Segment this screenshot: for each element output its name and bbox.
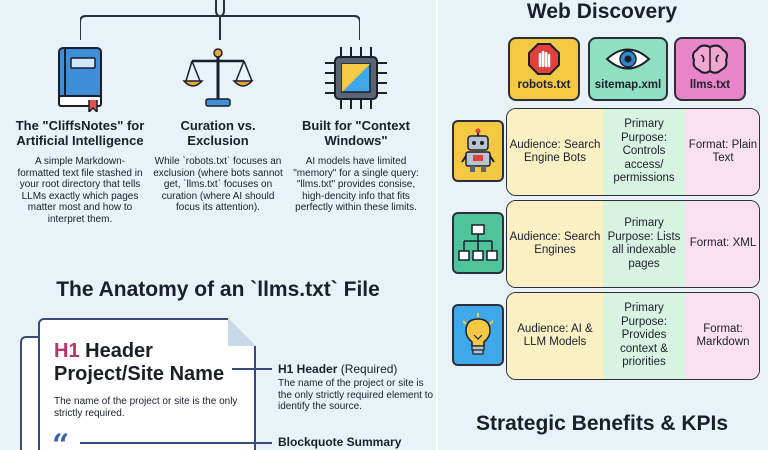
annotation-blockquote: Blockquote Summary <box>278 435 434 449</box>
connector-line <box>232 368 272 370</box>
concept-title: Built for "Context Windows" <box>302 118 410 148</box>
file-label: llms.txt <box>689 79 731 91</box>
right-panel: Web Discovery robots.txt sitemap.xml <box>436 0 768 450</box>
file-tile-llms: llms.txt <box>674 37 746 101</box>
scales-icon <box>182 48 254 107</box>
format-cell: Format: XML <box>685 201 759 287</box>
row-icon-box <box>452 304 504 366</box>
annotation-title: Blockquote Summary <box>278 435 402 449</box>
audience-cell: Audience: Search Engines <box>507 201 603 287</box>
comparison-row-robots: Audience: Search Engine Bots Primary Pur… <box>452 108 762 196</box>
file-tile-sitemap: sitemap.xml <box>588 37 668 101</box>
concept-context-windows: Built for "Context Windows" AI models ha… <box>290 40 422 214</box>
anatomy-title: The Anatomy of an `llms.txt` File <box>56 278 380 301</box>
chip-icon <box>325 47 387 109</box>
section-divider <box>436 0 438 450</box>
comparison-row-sitemap: Audience: Search Engines Primary Purpose… <box>452 200 762 288</box>
concept-title: The "CliffsNotes" for Artificial Intelli… <box>15 118 145 148</box>
doc-description: The name of the project or site is the o… <box>54 396 238 419</box>
robot-icon <box>461 128 495 172</box>
connector-line <box>80 442 272 444</box>
book-icon <box>58 47 102 112</box>
row-icon-box <box>452 212 504 274</box>
concept-description: A simple Markdown-formatted text file st… <box>17 156 143 225</box>
comparison-band: Audience: AI & LLM Models Primary Purpos… <box>506 292 760 380</box>
eye-icon <box>605 48 651 70</box>
format-cell: Format: Plain Text <box>685 109 759 195</box>
comparison-band: Audience: Search Engines Primary Purpose… <box>506 200 760 288</box>
file-tile-robots: robots.txt <box>508 37 580 101</box>
left-panel: The "CliffsNotes" for Artificial Intelli… <box>14 0 434 450</box>
concept-cliffsnotes: The "CliffsNotes" for Artificial Intelli… <box>14 40 146 225</box>
web-discovery-title: Web Discovery <box>526 0 678 23</box>
brain-icon <box>692 44 728 74</box>
doc-h1-header: H1 Header Project/Site Name <box>54 340 225 385</box>
strategic-benefits-title: Strategic Benefits & KPIs <box>475 412 729 435</box>
lightbulb-icon <box>462 313 494 355</box>
audience-cell: Audience: Search Engine Bots <box>507 109 603 195</box>
comparison-band: Audience: Search Engine Bots Primary Pur… <box>506 108 760 196</box>
comparison-row-llms: Audience: AI & LLM Models Primary Purpos… <box>452 292 762 380</box>
purpose-cell: Primary Purpose: Provides context & prio… <box>603 293 685 379</box>
stop-sign-icon <box>528 43 560 75</box>
concept-curation: Curation vs. Exclusion While `robots.txt… <box>152 40 284 214</box>
sitemap-icon <box>458 224 498 261</box>
purpose-cell: Primary Purpose: Controls access/ permis… <box>603 109 685 195</box>
annotation-title: H1 Header <box>278 362 338 376</box>
row-icon-box <box>452 120 504 182</box>
concept-title: Curation vs. Exclusion <box>180 118 256 148</box>
annotation-h1-header: H1 Header (Required) The name of the pro… <box>278 362 434 413</box>
file-label: robots.txt <box>517 79 571 91</box>
annotation-description: The name of the project or site is the o… <box>278 378 434 412</box>
audience-cell: Audience: AI & LLM Models <box>507 293 603 379</box>
concept-description: AI models have limited "memory" for a si… <box>293 156 419 213</box>
bracket-connector <box>80 0 360 40</box>
file-label: sitemap.xml <box>594 79 662 91</box>
llms-txt-document: H1 Header Project/Site Name The name of … <box>38 318 256 450</box>
quote-icon: “ <box>52 428 70 450</box>
annotation-qualifier: (Required) <box>340 362 398 376</box>
purpose-cell: Primary Purpose: Lists all indexable pag… <box>603 201 685 287</box>
format-cell: Format: Markdown <box>685 293 759 379</box>
concept-description: While `robots.txt` focuses an exclusion … <box>153 156 283 213</box>
page-fold <box>228 318 256 346</box>
